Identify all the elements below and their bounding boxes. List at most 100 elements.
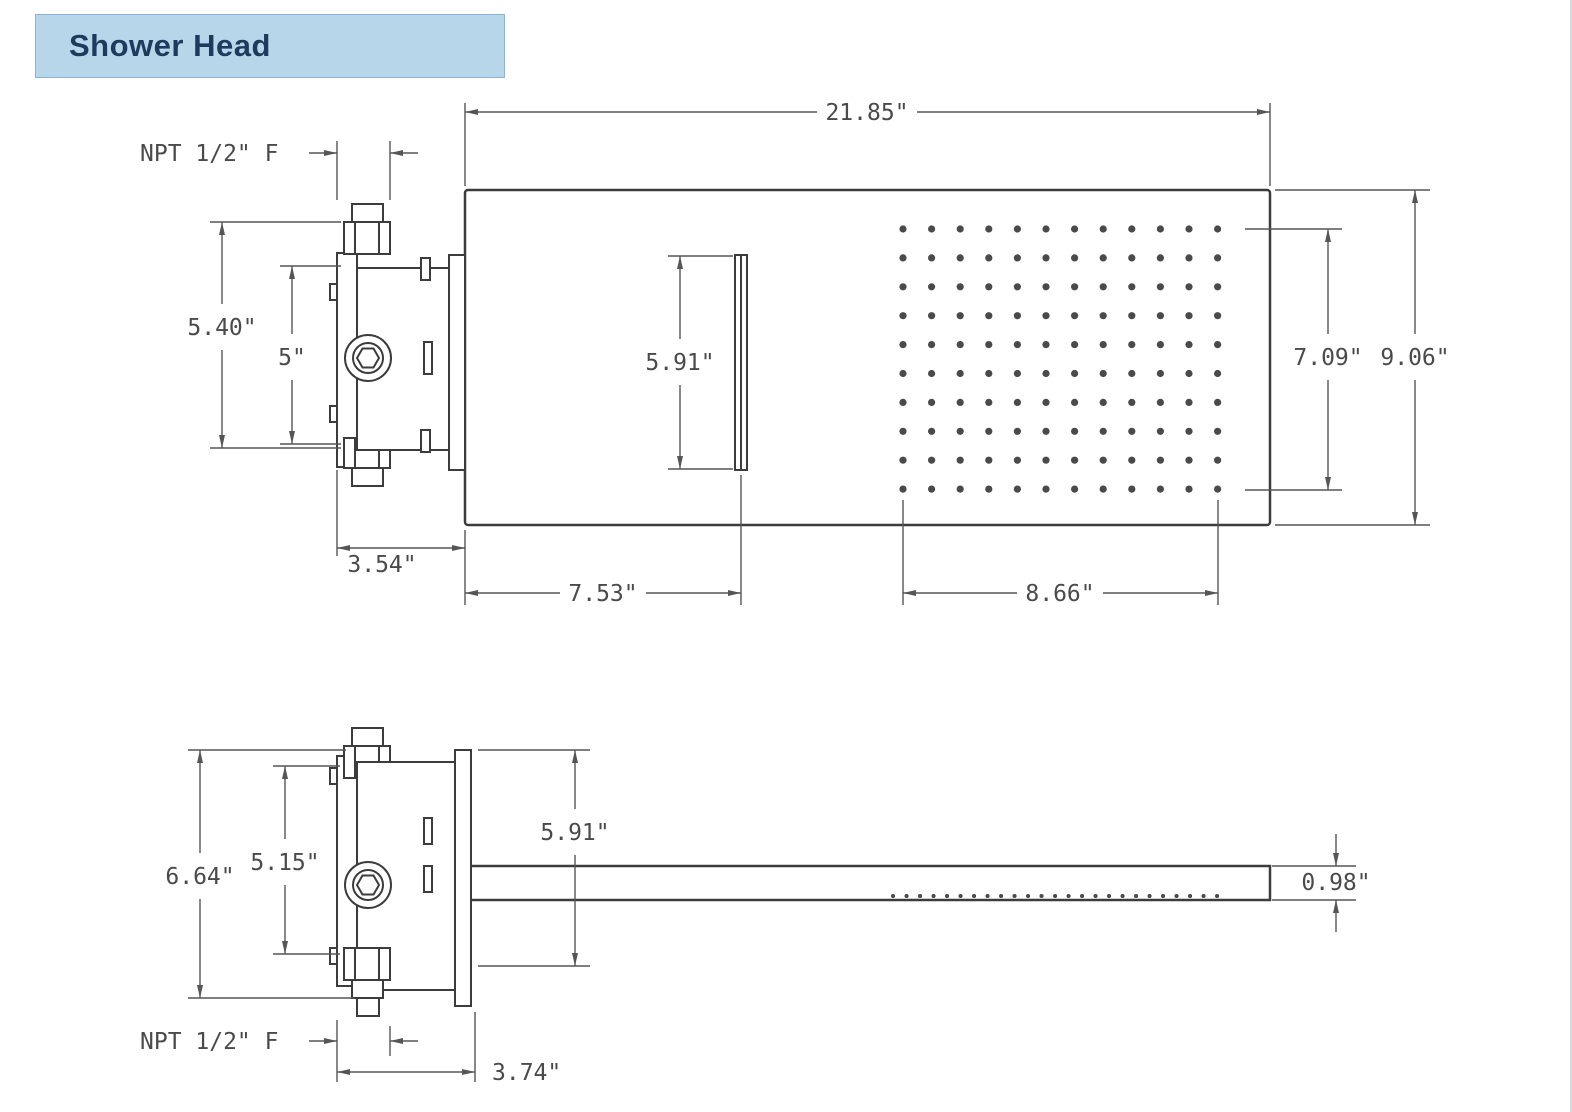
nozzle-dot [1214, 225, 1222, 233]
nozzle-dot [1013, 485, 1022, 493]
nozzle-dot [1099, 398, 1107, 406]
nozzle-dot [1099, 485, 1107, 493]
nozzle-dot [956, 312, 964, 320]
nozzle-dot [899, 427, 907, 435]
cover-plate-profile [454, 749, 472, 1007]
nozzle-dot [899, 254, 907, 262]
nozzle-dot [1099, 427, 1107, 435]
nozzle-dot [1128, 398, 1136, 406]
nozzle-dot [1185, 341, 1193, 349]
dim-slot-offset-text: 7.53" [568, 581, 637, 607]
nozzle-dot [956, 456, 964, 464]
dim-npt-bottom-text: NPT 1/2" F [140, 1029, 278, 1055]
nozzle-grid [899, 225, 1222, 493]
dim-mount-depth-text: 3.54" [347, 552, 416, 578]
nozzle-dot [985, 369, 993, 378]
nozzle-dot [928, 398, 936, 406]
nozzle-dot [1013, 312, 1022, 320]
nozzle-dot [899, 398, 907, 406]
nozzle-dot [985, 312, 993, 320]
cover-plate-edge [448, 254, 466, 471]
dim-mount-inner-height: 5" [278, 265, 341, 445]
nozzle-dot [1099, 456, 1107, 464]
nozzle-dot [1214, 312, 1222, 320]
nozzle-dot [1185, 427, 1193, 435]
nozzle-dot [1042, 398, 1050, 406]
dim-plate-height: 5.91" [478, 749, 610, 967]
nozzle-dot [899, 341, 907, 349]
dim-overall-width-text: 21.85" [825, 100, 908, 126]
nozzle-dot [1071, 369, 1079, 378]
dim-mount-depth-profile-text: 3.74" [492, 1060, 561, 1086]
dim-slot-length-text: 5.91" [645, 350, 714, 376]
nozzle-dot [899, 312, 907, 320]
nozzle-dot [928, 369, 936, 378]
nozzle-dot [1071, 341, 1079, 349]
nozzle-dot [1099, 369, 1107, 378]
nozzle-dot [1156, 312, 1164, 320]
dim-mount-height: 5.40" [187, 221, 341, 449]
nozzle-dot [1128, 312, 1136, 320]
nozzle-dot [985, 341, 993, 349]
dim-mount-height-profile-text: 6.64" [165, 864, 234, 890]
title-label: Shower Head [35, 14, 505, 78]
dim-nozzle-field-height-text: 7.09" [1293, 345, 1362, 371]
nozzle-dot [1128, 341, 1136, 349]
nozzle-dot [1185, 485, 1193, 493]
dim-npt-top: NPT 1/2" F [140, 141, 418, 200]
nozzle-dot [1042, 283, 1050, 291]
nozzle-dot [1042, 312, 1050, 320]
nozzle-dot [956, 254, 964, 262]
nozzle-dot [1013, 427, 1022, 435]
nozzle-dot [1013, 398, 1022, 406]
nozzle-dot [1156, 485, 1164, 493]
nozzle-dot [1013, 369, 1022, 378]
dim-mount-height-profile: 6.64" [165, 749, 354, 999]
dim-mount-inner-height-text: 5" [278, 345, 306, 371]
nozzle-dot [1156, 427, 1164, 435]
hex-nut-profile [355, 874, 381, 896]
nozzle-dot [928, 427, 936, 435]
nozzle-dot [1071, 283, 1079, 291]
dim-mount-inner-height-profile-text: 5.15" [250, 850, 319, 876]
nozzle-dot [1214, 456, 1222, 464]
nozzle-dot [1128, 283, 1136, 291]
nozzle-dot [985, 485, 993, 493]
nozzle-dot [1013, 225, 1022, 233]
nozzle-dot [956, 485, 964, 493]
nozzle-dot [1042, 254, 1050, 262]
nozzle-dot [928, 225, 936, 233]
nozzle-dot [1214, 369, 1222, 378]
nozzle-dot [956, 225, 964, 233]
nozzle-dot [956, 427, 964, 435]
shower-head-profile [468, 864, 1272, 902]
nozzle-dot [1013, 254, 1022, 262]
nozzle-dot [985, 427, 993, 435]
dim-mount-depth-profile: 3.74" [336, 1012, 561, 1086]
nozzle-dot [956, 369, 964, 378]
nozzle-dot [1099, 225, 1107, 233]
nozzle-dot [1185, 312, 1193, 320]
nozzle-dot [1214, 341, 1222, 349]
nozzle-dot [985, 398, 993, 406]
shower-head-plan [463, 188, 1272, 527]
dim-overall-width: 21.85" [464, 100, 1271, 186]
nozzle-dot [899, 283, 907, 291]
nozzle-dot [1128, 427, 1136, 435]
nozzle-dot [1156, 369, 1164, 378]
nozzle-dot [1185, 225, 1193, 233]
nozzle-dot [1156, 254, 1164, 262]
dim-head-thickness: 0.98" [1272, 834, 1371, 932]
dim-slot-length: 5.91" [645, 255, 733, 470]
nozzle-dot [1071, 398, 1079, 406]
title-text: Shower Head [69, 28, 271, 63]
nozzle-dot [956, 283, 964, 291]
nozzle-dot [1214, 398, 1222, 406]
nozzle-dot [1128, 254, 1136, 262]
dim-mount-height-text: 5.40" [187, 315, 256, 341]
nozzle-dot [1156, 398, 1164, 406]
nozzle-dot [985, 283, 993, 291]
dim-nozzle-field-width: 8.66" [902, 500, 1219, 607]
nozzle-dot [1099, 254, 1107, 262]
